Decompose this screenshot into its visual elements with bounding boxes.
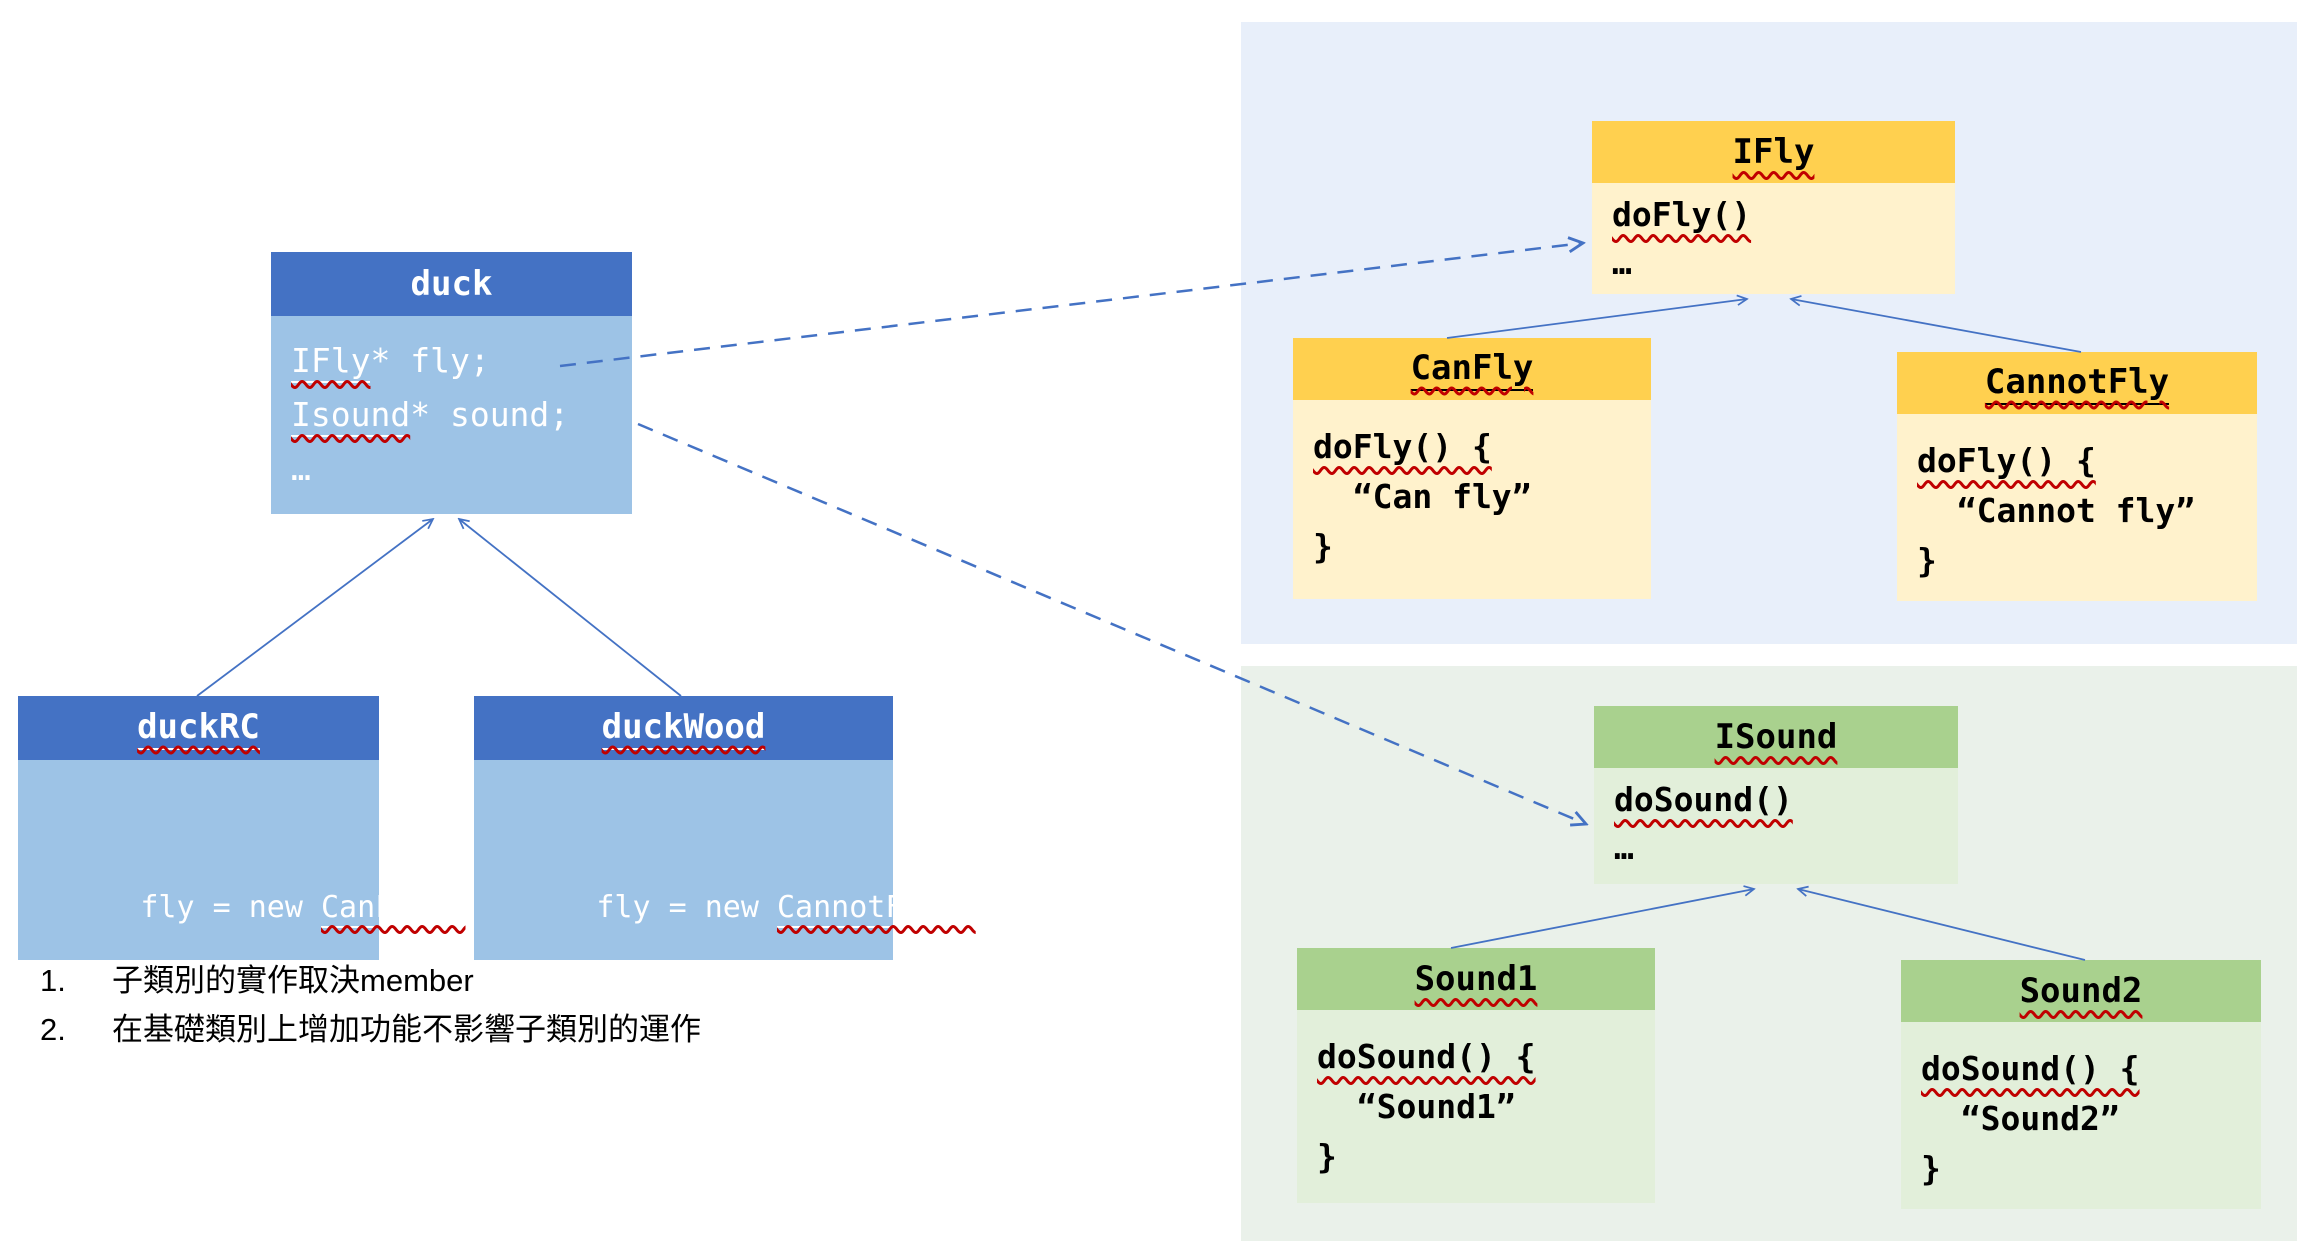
- code-line: doSound() {: [1921, 1044, 2241, 1094]
- code-text: …: [291, 449, 311, 488]
- note-text: 子類別的實作取決member: [112, 963, 474, 998]
- class-title-sound1: Sound1: [1414, 959, 1538, 999]
- code-line-dofly: doFly(): [1612, 191, 1935, 239]
- code-text: }: [1317, 1137, 1337, 1176]
- class-header-duck: duck: [271, 252, 632, 316]
- code-line-dosound: doSound(): [1614, 776, 1938, 824]
- code-text: …: [1614, 828, 1634, 867]
- code-text: “Sound2”: [1960, 1099, 2120, 1138]
- class-title-duckrc: duckRC: [137, 707, 260, 750]
- class-header-sound1: Sound1: [1297, 948, 1655, 1010]
- method-dofly: doFly() {: [1917, 441, 2096, 480]
- class-title-sound2: Sound2: [2019, 971, 2143, 1011]
- class-body-duckrc: fly = new CanFly(): [18, 760, 466, 960]
- arrow-duckwood-to-duck: [459, 519, 682, 697]
- ctor-cannotfly: CannotFly(): [777, 890, 976, 928]
- code-text: }: [1313, 527, 1333, 566]
- method-dofly: doFly() {: [1313, 427, 1492, 466]
- class-box-isound: ISound doSound() …: [1594, 706, 1958, 884]
- code-text: * fly;: [370, 341, 490, 380]
- notes-list: 1. 子類別的實作取決member 2. 在基礎類別上增加功能不影響子類別的運作: [40, 956, 701, 1054]
- class-box-sound2: Sound2 doSound() { “Sound2” }: [1901, 960, 2261, 1209]
- class-title-canfly: CanFly: [1410, 348, 1534, 391]
- code-line-fly-member: IFly* fly;: [291, 334, 612, 388]
- class-title-cannotfly: CannotFly: [1984, 362, 2170, 405]
- note-text: 在基礎類別上增加功能不影響子類別的運作: [112, 1012, 701, 1047]
- method-dofly: doFly(): [1612, 195, 1752, 234]
- class-header-duckwood: duckWood: [474, 696, 893, 760]
- code-line: }: [1921, 1144, 2241, 1194]
- class-header-sound2: Sound2: [1901, 960, 2261, 1022]
- class-box-duck: duck IFly* fly; Isound* sound; …: [271, 252, 632, 514]
- class-box-duckwood: duckWood fly = new CannotFly(): [474, 696, 976, 960]
- code-line: doFly() {: [1917, 436, 2237, 486]
- class-title-duckwood: duckWood: [601, 707, 766, 750]
- code-line-ellipsis: …: [1614, 824, 1938, 872]
- code-line: }: [1313, 522, 1631, 572]
- class-body-isound: doSound() …: [1594, 768, 1958, 884]
- class-header-ifly: IFly: [1592, 121, 1955, 183]
- code-text: “Cannot fly”: [1956, 491, 2196, 530]
- note-number: 2.: [40, 1012, 66, 1047]
- code-text: fly = new: [596, 890, 777, 925]
- code-line-ellipsis: …: [1612, 239, 1935, 287]
- code-line: “Sound2”: [1921, 1094, 2241, 1144]
- class-box-canfly: CanFly doFly() { “Can fly” }: [1293, 338, 1651, 599]
- code-line: “Sound1”: [1317, 1082, 1635, 1132]
- code-line: “Can fly”: [1313, 472, 1631, 522]
- class-title-duck: duck: [410, 264, 493, 304]
- method-dosound: doSound() {: [1921, 1049, 2140, 1088]
- arrow-duckrc-to-duck: [196, 519, 433, 697]
- class-box-cannotfly: CannotFly doFly() { “Cannot fly” }: [1897, 352, 2257, 601]
- note-item-2: 2. 在基礎類別上增加功能不影響子類別的運作: [40, 1005, 701, 1054]
- class-body-cannotfly: doFly() { “Cannot fly” }: [1897, 414, 2257, 601]
- class-box-sound1: Sound1 doSound() { “Sound1” }: [1297, 948, 1655, 1203]
- method-dosound: doSound() {: [1317, 1037, 1536, 1076]
- code-line-ellipsis: …: [291, 442, 612, 496]
- class-body-duck: IFly* fly; Isound* sound; …: [271, 316, 632, 514]
- class-title-ifly: IFly: [1732, 132, 1815, 172]
- code-line: doSound() {: [1317, 1032, 1635, 1082]
- code-line: }: [1317, 1132, 1635, 1182]
- code-text: …: [1612, 243, 1632, 282]
- note-item-1: 1. 子類別的實作取決member: [40, 956, 701, 1005]
- code-text: * sound;: [410, 395, 570, 434]
- class-body-ifly: doFly() …: [1592, 183, 1955, 294]
- code-line-sound-member: Isound* sound;: [291, 388, 612, 442]
- code-line: }: [1917, 536, 2237, 586]
- class-box-ifly: IFly doFly() …: [1592, 121, 1955, 294]
- code-text: fly = new: [140, 890, 321, 925]
- class-title-isound: ISound: [1714, 717, 1838, 757]
- class-body-canfly: doFly() { “Can fly” }: [1293, 400, 1651, 599]
- code-text: “Can fly”: [1352, 477, 1532, 516]
- class-header-duckrc: duckRC: [18, 696, 379, 760]
- class-body-sound2: doSound() { “Sound2” }: [1901, 1022, 2261, 1209]
- code-text: }: [1917, 541, 1937, 580]
- code-line: doFly() {: [1313, 422, 1631, 472]
- class-body-sound1: doSound() { “Sound1” }: [1297, 1010, 1655, 1203]
- class-body-duckwood: fly = new CannotFly(): [474, 760, 976, 960]
- class-header-isound: ISound: [1594, 706, 1958, 768]
- note-number: 1.: [40, 963, 66, 998]
- type-ifly: IFly: [291, 341, 371, 383]
- code-text: }: [1921, 1149, 1941, 1188]
- method-dosound: doSound(): [1614, 780, 1793, 819]
- ctor-canfly: CanFly(): [321, 890, 466, 928]
- class-header-canfly: CanFly: [1293, 338, 1651, 400]
- code-text: “Sound1”: [1356, 1087, 1516, 1126]
- class-box-duckrc: duckRC fly = new CanFly(): [18, 696, 466, 960]
- class-header-cannotfly: CannotFly: [1897, 352, 2257, 414]
- type-isound: Isound: [291, 395, 411, 437]
- code-line: “Cannot fly”: [1917, 486, 2237, 536]
